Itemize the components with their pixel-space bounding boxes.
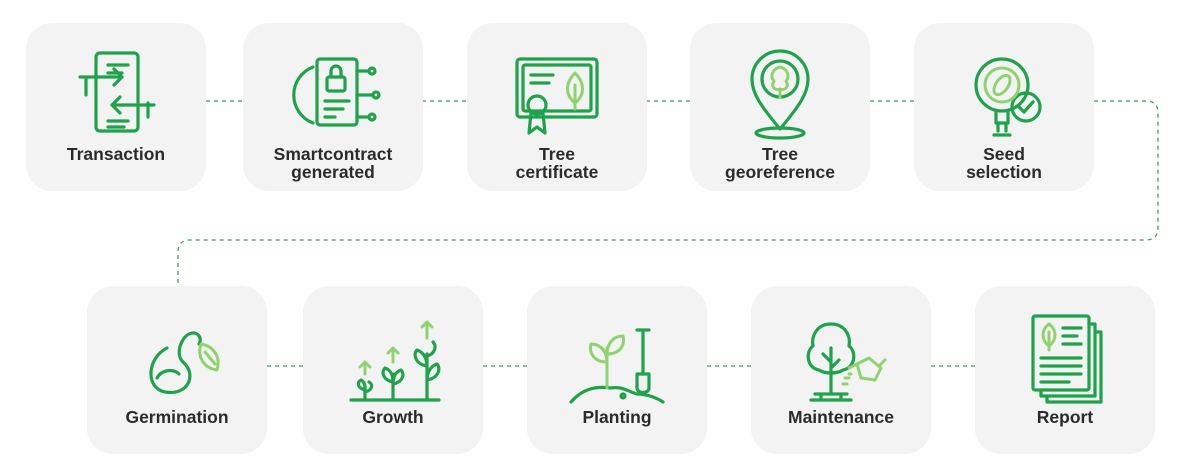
step-label: Planting	[582, 407, 652, 427]
step-label: Transaction	[66, 144, 166, 164]
seed-magnifier-icon	[974, 57, 1042, 137]
step-label: Report	[1036, 407, 1094, 427]
step-label: Seed selection	[966, 144, 1042, 182]
step-germination: Germination	[87, 286, 267, 454]
step-label: Tree georeference	[725, 144, 835, 182]
step-smartcontract-generated: Smartcontract generated	[243, 23, 423, 191]
step-maintenance: Maintenance	[751, 286, 931, 454]
step-tree-georeference: Tree georeference	[690, 23, 870, 191]
map-pin-tree-icon	[750, 49, 810, 140]
smart-contract-icon	[292, 57, 381, 127]
step-label: Germination	[125, 407, 229, 427]
tree-watering-icon	[806, 322, 887, 402]
step-tree-certificate: Tree certificate	[467, 23, 647, 191]
step-transaction: Transaction	[26, 23, 206, 191]
step-label: Smartcontract generated	[273, 144, 393, 182]
step-report: Report	[975, 286, 1155, 454]
document-transfer-icon	[78, 51, 156, 133]
report-pages-icon	[1031, 314, 1103, 404]
step-label: Growth	[362, 407, 424, 427]
step-planting: Planting	[527, 286, 707, 454]
planting-shovel-icon	[569, 328, 665, 404]
step-growth: Growth	[303, 286, 483, 454]
step-label: Tree certificate	[515, 144, 599, 182]
growing-plants-icon	[349, 320, 441, 402]
certificate-icon	[515, 57, 599, 135]
step-seed-selection: Seed selection	[914, 23, 1094, 191]
sprouting-seed-icon	[149, 331, 220, 395]
step-label: Maintenance	[788, 407, 894, 427]
